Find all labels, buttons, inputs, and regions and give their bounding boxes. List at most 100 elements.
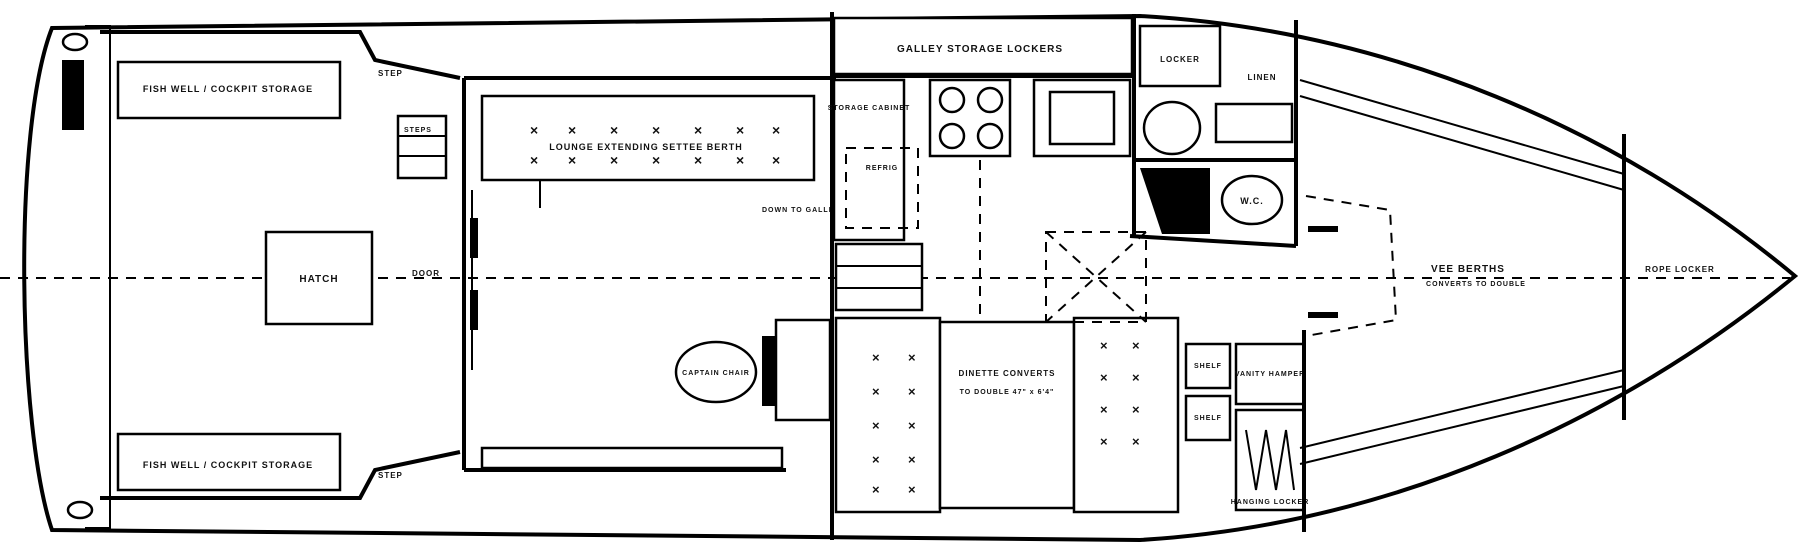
vee-berth-bottom-inner — [1299, 385, 1625, 465]
x-mark: × — [908, 350, 917, 365]
refrig-label: REFRIG — [866, 165, 898, 172]
x-mark: × — [872, 452, 881, 467]
burner — [938, 86, 966, 114]
vee-berth-top-edge — [1299, 95, 1625, 191]
storage-cabinet-label: STORAGE CABINET — [828, 105, 911, 112]
vee-berth-bottom-edge — [1299, 369, 1625, 449]
head-wall-lower — [1129, 234, 1297, 248]
x-mark: × — [872, 482, 881, 497]
x-mark: × — [908, 418, 917, 433]
dinette-sub-label: TO DOUBLE 47" x 6'4" — [960, 389, 1055, 396]
x-mark: × — [908, 452, 917, 467]
x-mark: × — [872, 384, 881, 399]
x-mark: × — [872, 350, 881, 365]
burner — [976, 122, 1004, 150]
lounge-settee-label: LOUNGE EXTENDING SETTEE BERTH — [549, 142, 743, 152]
cockpit-side-top — [100, 30, 461, 80]
x-mark: × — [652, 122, 661, 138]
vee-insert — [1305, 195, 1398, 337]
wc-label: W.C. — [1240, 196, 1264, 206]
shelf-top-label: SHELF — [1194, 363, 1222, 370]
transom-band — [85, 25, 111, 529]
x-mark: × — [1100, 434, 1109, 449]
step-bottom-label: STEP — [378, 471, 403, 480]
x-mark: × — [1100, 370, 1109, 385]
lounge-settee — [480, 94, 816, 182]
x-mark: × — [568, 152, 577, 168]
x-mark: × — [1100, 338, 1109, 353]
captain-chair — [674, 340, 758, 404]
port-hole-bottom — [66, 500, 94, 520]
vanity-label: VANITY HAMPER — [1235, 371, 1305, 378]
x-mark: × — [1132, 434, 1141, 449]
door-slider-b — [470, 290, 478, 330]
x-mark: × — [1100, 402, 1109, 417]
cockpit-hatch — [264, 230, 374, 326]
burner — [976, 86, 1004, 114]
vee-berths-sub-label: CONVERTS TO DOUBLE — [1426, 281, 1526, 288]
linen-locker — [1214, 102, 1294, 144]
refrigerator — [845, 147, 919, 229]
x-mark: × — [872, 418, 881, 433]
dinette-seat-fwd — [1072, 316, 1180, 514]
fish-well-top — [116, 60, 342, 120]
x-mark: × — [530, 152, 539, 168]
cockpit-side-bottom — [100, 450, 461, 500]
locker-label: LOCKER — [1160, 55, 1200, 64]
x-mark: × — [610, 122, 619, 138]
transom-logo — [62, 60, 84, 130]
cockpit-steps — [396, 114, 448, 180]
fish-well-top-label: FISH WELL / COCKPIT STORAGE — [143, 84, 313, 94]
steps-label: STEPS — [404, 127, 432, 134]
shelf-bottom — [1184, 394, 1232, 442]
step-top-label: STEP — [378, 69, 403, 78]
helm-console — [774, 318, 832, 422]
dinette-table — [938, 320, 1076, 510]
vee-berth-top-inner — [1299, 79, 1625, 175]
hanging-locker-zigzag — [1245, 429, 1295, 491]
door-slider-a — [470, 218, 478, 258]
x-mark: × — [530, 122, 539, 138]
x-mark: × — [694, 122, 703, 138]
x-mark: × — [772, 122, 781, 138]
vee-step-bottom — [1308, 312, 1338, 318]
vee-berths-label: VEE BERTHS — [1431, 264, 1505, 275]
hatch-diagonal-a — [1045, 231, 1147, 323]
dinette-label: DINETTE CONVERTS — [959, 369, 1056, 378]
captain-chair-label: CAPTAIN CHAIR — [682, 370, 750, 377]
hatch-diagonal-b — [1045, 231, 1147, 323]
x-mark: × — [908, 384, 917, 399]
storage-cabinet — [832, 78, 906, 242]
port-hole-top — [61, 32, 89, 52]
settee-x-marks: × × × × × × × × × × × × × × — [530, 122, 781, 168]
locker — [1138, 24, 1222, 88]
vanity-hamper — [1234, 342, 1306, 406]
down-to-galley-label: DOWN TO GALLEY — [762, 207, 840, 214]
hatch-label: HATCH — [299, 274, 338, 285]
shelf-top — [1184, 342, 1232, 390]
hanging-locker-label: HANGING LOCKER — [1231, 499, 1310, 506]
x-mark: × — [736, 152, 745, 168]
shower-grating — [1140, 168, 1210, 234]
rope-locker-label: ROPE LOCKER — [1645, 265, 1715, 274]
shelf-bottom-label: SHELF — [1194, 415, 1222, 422]
linen-label: LINEN — [1248, 73, 1277, 82]
companion-steps — [834, 242, 924, 312]
galley-lockers-label: GALLEY STORAGE LOCKERS — [897, 44, 1063, 55]
vee-step-top — [1308, 226, 1338, 232]
galley-storage-lockers — [832, 16, 1134, 76]
x-mark: × — [1132, 402, 1141, 417]
helm-wheel — [762, 336, 776, 406]
burner — [938, 122, 966, 150]
head-sink — [1142, 100, 1202, 156]
x-mark: × — [1132, 370, 1141, 385]
door-label: DOOR — [412, 269, 440, 278]
x-mark: × — [908, 482, 917, 497]
galley-sink — [1048, 90, 1116, 146]
x-mark: × — [694, 152, 703, 168]
salon-bottom-settee — [480, 446, 784, 470]
wc — [1220, 174, 1284, 226]
fish-well-bottom-label: FISH WELL / COCKPIT STORAGE — [143, 460, 313, 470]
dinette-seat-aft — [834, 316, 942, 514]
